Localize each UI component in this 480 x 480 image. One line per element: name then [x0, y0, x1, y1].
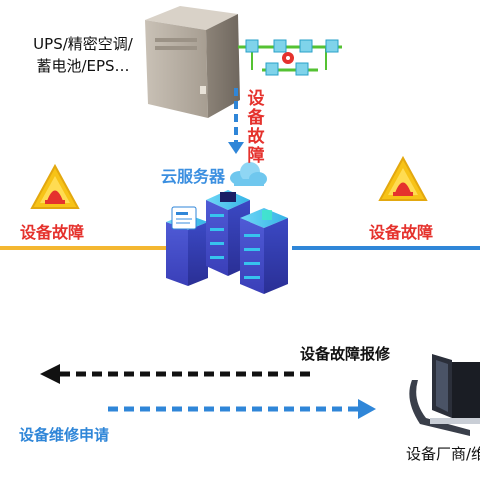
- fault-vertical-char: 备: [247, 108, 265, 128]
- server-tower-icon: [145, 6, 240, 118]
- fault-vertical-label: 设 备 故 障: [244, 90, 268, 166]
- server-stack-icon: [166, 190, 288, 294]
- warning-triangle-icon: [378, 155, 428, 201]
- ups-label-line2: 蓄电池/EPS…: [36, 57, 130, 75]
- arrow-left-dashed: [40, 364, 310, 384]
- fault-right-label: 设备故障: [369, 223, 434, 242]
- repair-apply-label: 设备维修申请: [19, 426, 110, 444]
- fault-vertical-char: 故: [247, 127, 265, 147]
- cloud-icon: [230, 162, 267, 186]
- pipe-network-icon: [238, 39, 342, 76]
- fault-vertical-char: 障: [247, 146, 265, 166]
- repair-report-label: 设备故障报修: [300, 345, 391, 363]
- warning-triangle-icon: [30, 163, 80, 209]
- ups-label-line1: UPS/精密空调/: [33, 35, 133, 53]
- cloud-server-label: 云服务器: [161, 167, 226, 186]
- fault-vertical-char: 设: [247, 89, 265, 109]
- ups-label: UPS/精密空调/ 蓄电池/EPS…: [18, 33, 148, 77]
- arrow-right-dashed: [108, 399, 376, 419]
- fault-left-label: 设备故障: [20, 223, 85, 242]
- monitor-icon: [409, 354, 480, 436]
- arrow-down-dashed: [228, 88, 244, 154]
- vendor-label: 设备厂商/维: [406, 445, 480, 463]
